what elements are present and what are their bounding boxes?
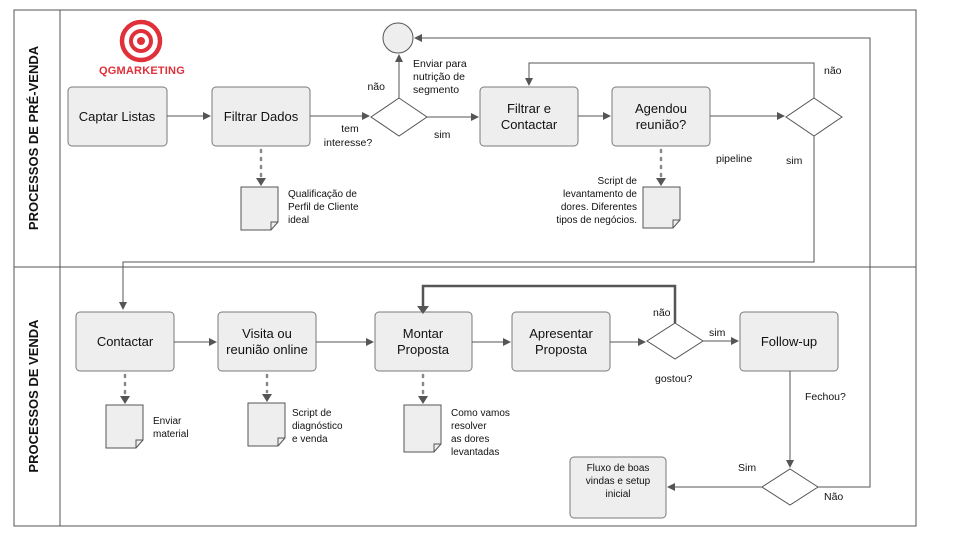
box-agendou-label-2: reunião? xyxy=(636,117,687,132)
box-contactar-label: Contactar xyxy=(97,334,154,349)
box-fluxo-label-3: inicial xyxy=(605,489,630,500)
doc-qualificacao-icon xyxy=(240,186,279,231)
box-visita-label-2: reunião online xyxy=(226,342,308,357)
doc-script-dores-3: dores. Diferentes xyxy=(561,202,637,213)
doc-script-venda-2: diagnóstico xyxy=(292,421,343,432)
dotted-arrow-filtrar xyxy=(256,178,266,186)
doc-qualificacao-2: Perfil de Cliente xyxy=(288,202,359,213)
doc-resolver-1: Como vamos xyxy=(451,408,510,419)
doc-script-dores-1: Script de xyxy=(598,176,638,187)
label-tem: tem xyxy=(341,123,359,135)
label-sim-2: sim xyxy=(786,155,803,167)
label-nao-2: não xyxy=(824,65,842,77)
lane-title-pre-venda: PROCESSOS DE PRÉ-VENDA xyxy=(26,45,41,230)
decision-pipeline xyxy=(785,97,843,137)
box-filtrar-contactar-label-2: Contactar xyxy=(501,117,558,132)
doc-resolver-2: resolver xyxy=(451,421,487,432)
doc-material-1: Enviar xyxy=(153,416,182,427)
swimlane-frame xyxy=(13,9,917,527)
box-filtrar-contactar-label-1: Filtrar e xyxy=(507,101,551,116)
doc-resolver-3: as dores xyxy=(451,434,489,445)
box-agendou-label-1: Agendou xyxy=(635,101,687,116)
label-sim-1: sim xyxy=(434,129,451,141)
box-follow-up-label: Follow-up xyxy=(761,334,817,349)
doc-qualificacao-1: Qualificação de xyxy=(288,189,357,200)
label-interesse: interesse? xyxy=(324,137,373,149)
doc-resolver-icon xyxy=(403,404,442,453)
logo-text: QGMARKETING xyxy=(99,65,185,77)
box-apresentar-label-1: Apresentar xyxy=(529,326,593,341)
label-fechou: Fechou? xyxy=(805,391,846,403)
decision-fechou xyxy=(761,468,819,506)
label-nutricao-2: nutrição de xyxy=(413,71,465,83)
label-pipeline: pipeline xyxy=(716,153,752,165)
label-nutricao-1: Enviar para xyxy=(413,58,467,70)
doc-script-venda-1: Script de xyxy=(292,408,332,419)
label-gostou: gostou? xyxy=(655,373,693,385)
doc-script-venda-3: e venda xyxy=(292,434,328,445)
box-montar-label-1: Montar xyxy=(403,326,444,341)
flow-fechou-nao-loop xyxy=(414,34,871,488)
doc-material-2: material xyxy=(153,429,189,440)
dotted-arrow-agendou xyxy=(656,178,666,186)
box-captar-listas-label: Captar Listas xyxy=(79,109,156,124)
label-nutricao-3: segmento xyxy=(413,84,459,96)
nutricao-terminal xyxy=(382,22,414,54)
doc-script-dores-4: tipos de negócios. xyxy=(556,215,637,226)
box-fluxo-boas-vindas xyxy=(569,456,667,519)
brand-logo: QGMARKETING xyxy=(99,19,185,77)
box-fluxo-label-2: vindas e setup xyxy=(586,476,651,487)
flow-gostou-nao-loop xyxy=(421,284,677,323)
doc-script-venda-icon xyxy=(247,402,286,447)
box-visita-label-1: Visita ou xyxy=(242,326,292,341)
decision-gostou xyxy=(646,322,704,360)
doc-script-dores-2: levantamento de xyxy=(563,189,637,200)
lane-title-venda: PROCESSOS DE VENDA xyxy=(26,319,41,473)
label-nao-fechou: Não xyxy=(824,491,843,503)
doc-resolver-4: levantadas xyxy=(451,447,499,458)
doc-script-dores-icon xyxy=(642,186,681,229)
label-nao-gostou: não xyxy=(653,307,671,319)
box-montar-label-2: Proposta xyxy=(397,342,450,357)
doc-qualificacao-3: ideal xyxy=(288,215,309,226)
box-fluxo-label-1: Fluxo de boas xyxy=(587,463,650,474)
label-nao-1: não xyxy=(367,81,385,93)
decision-tem-interesse xyxy=(370,97,428,137)
doc-material-icon xyxy=(105,404,144,449)
flow-nao-loop xyxy=(525,62,815,98)
box-follow-up xyxy=(739,311,839,372)
box-filtrar-dados-label: Filtrar Dados xyxy=(224,109,299,124)
label-sim-gostou: sim xyxy=(709,327,726,339)
box-apresentar-label-2: Proposta xyxy=(535,342,588,357)
label-sim-fechou: Sim xyxy=(738,462,756,474)
flow-sim-to-venda xyxy=(119,136,815,310)
